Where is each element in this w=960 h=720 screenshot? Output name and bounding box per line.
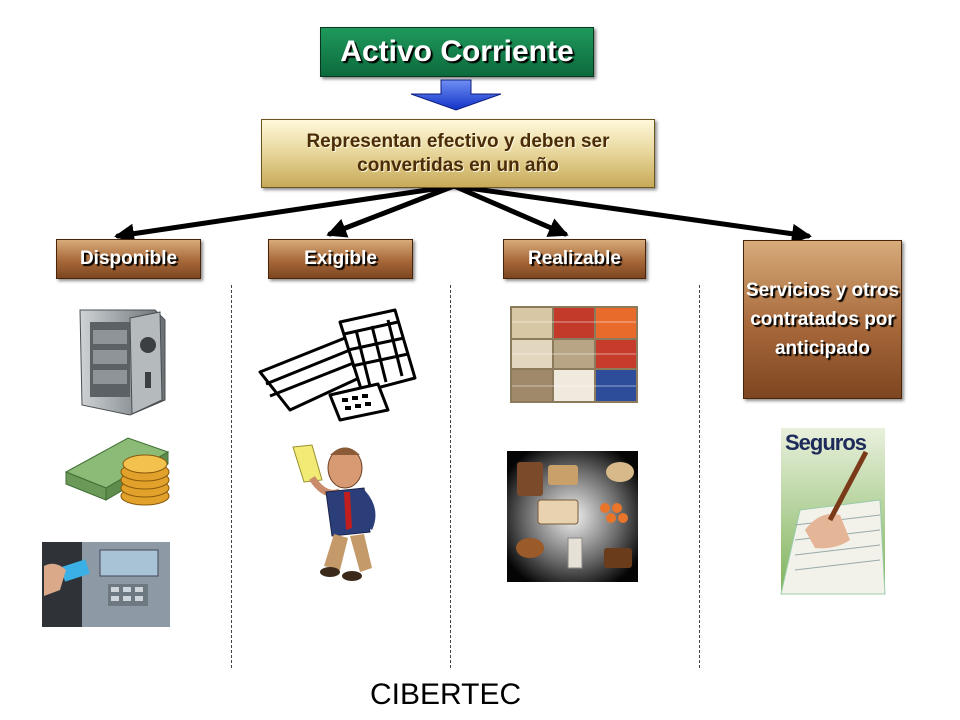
connector-disponible [114,183,457,244]
down-arrow [410,79,502,111]
seguros-label: Seguros [785,430,867,455]
separator-line [699,285,700,668]
category-servicios: Servicios y otros contratados por antici… [743,240,902,399]
category-exigible: Exigible [268,239,413,279]
category-disponible: Disponible [56,239,201,279]
description-box: Representan efectivo y deben ser convert… [261,119,655,188]
connector-servicios [451,183,812,244]
diagram-title: Activo Corriente [320,27,594,77]
separator-line [231,285,232,668]
footer-brand: CIBERTEC [370,678,522,711]
connector-exigible [326,183,457,238]
separator-line [450,285,451,668]
connector-realizable [451,183,569,237]
category-realizable: Realizable [503,239,646,279]
